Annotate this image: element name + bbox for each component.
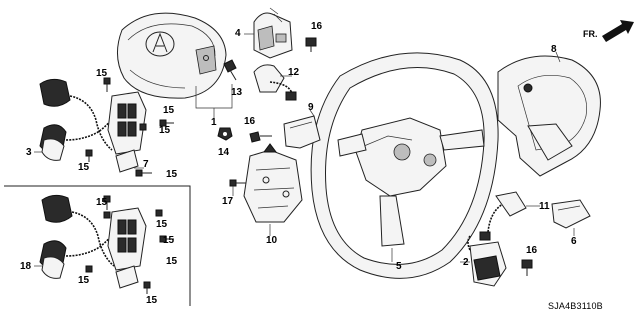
label-part-2: 2 bbox=[463, 257, 469, 268]
switch-4 bbox=[253, 7, 293, 59]
bolt-16-top bbox=[305, 37, 317, 52]
screw-15-j bbox=[139, 123, 147, 131]
label-part-16-c: 16 bbox=[526, 245, 538, 256]
screw-15-b bbox=[159, 119, 174, 127]
screw-15-a bbox=[103, 77, 111, 92]
airbag-module bbox=[117, 12, 227, 99]
label-part-17: 17 bbox=[222, 196, 234, 207]
label-part-16-a: 16 bbox=[311, 21, 323, 32]
switch-assembly-3 bbox=[39, 78, 147, 173]
label-part-15-a: 15 bbox=[96, 68, 108, 79]
label-part-4: 4 bbox=[235, 28, 241, 39]
label-part-6: 6 bbox=[571, 236, 577, 247]
label-part-15-b: 15 bbox=[163, 105, 175, 116]
label-part-16-b: 16 bbox=[244, 116, 256, 127]
label-part-10: 10 bbox=[266, 235, 278, 246]
label-part-3: 3 bbox=[26, 147, 32, 158]
diagram-code: SJA4B3110B bbox=[548, 301, 603, 311]
screw-15-k bbox=[103, 211, 111, 219]
screw-15-d bbox=[135, 169, 152, 177]
front-direction-label: FR. bbox=[583, 29, 598, 39]
label-part-15-g: 15 bbox=[156, 219, 168, 230]
cable-12 bbox=[253, 64, 297, 101]
screw-15-c bbox=[85, 149, 93, 162]
label-part-12: 12 bbox=[288, 67, 300, 78]
front-direction-arrow bbox=[602, 20, 634, 42]
bolt-13 bbox=[223, 59, 237, 81]
screw-15-e bbox=[103, 195, 111, 210]
nut-14 bbox=[217, 127, 233, 141]
screw-15-g bbox=[159, 235, 174, 243]
bracket-10 bbox=[243, 143, 303, 223]
label-part-15-f: 15 bbox=[96, 197, 108, 208]
label-part-8: 8 bbox=[551, 44, 557, 55]
label-part-15-d: 15 bbox=[78, 162, 90, 173]
label-part-15-j: 15 bbox=[166, 256, 178, 267]
label-part-5: 5 bbox=[396, 261, 402, 272]
label-part-11: 11 bbox=[539, 201, 550, 212]
switch-2 bbox=[467, 235, 507, 287]
label-part-13: 13 bbox=[231, 87, 243, 98]
label-part-18: 18 bbox=[20, 261, 32, 272]
switch-assembly-18 bbox=[39, 194, 147, 289]
steering-wheel-5 bbox=[310, 52, 499, 279]
label-part-15-h: 15 bbox=[163, 235, 175, 246]
screw-15-h bbox=[85, 265, 93, 273]
variant-inset-frame bbox=[4, 185, 191, 306]
bolt-16-mid bbox=[249, 131, 272, 143]
screw-15-i bbox=[143, 281, 151, 294]
label-part-1: 1 bbox=[211, 117, 217, 128]
cover-6 bbox=[551, 199, 591, 229]
label-part-15-k: 15 bbox=[146, 295, 158, 306]
label-part-15-e: 15 bbox=[166, 169, 178, 180]
screw-15-f bbox=[155, 209, 163, 217]
bolt-16-bottom bbox=[521, 259, 533, 276]
screw-17 bbox=[229, 179, 246, 187]
harness-11 bbox=[479, 191, 527, 241]
label-part-7: 7 bbox=[143, 159, 149, 170]
label-part-14: 14 bbox=[218, 147, 230, 158]
label-part-15-i: 15 bbox=[78, 275, 90, 286]
cover-9 bbox=[283, 115, 321, 149]
label-part-9: 9 bbox=[308, 102, 314, 113]
label-part-15-c: 15 bbox=[159, 125, 171, 136]
rear-cover-8 bbox=[497, 55, 601, 177]
